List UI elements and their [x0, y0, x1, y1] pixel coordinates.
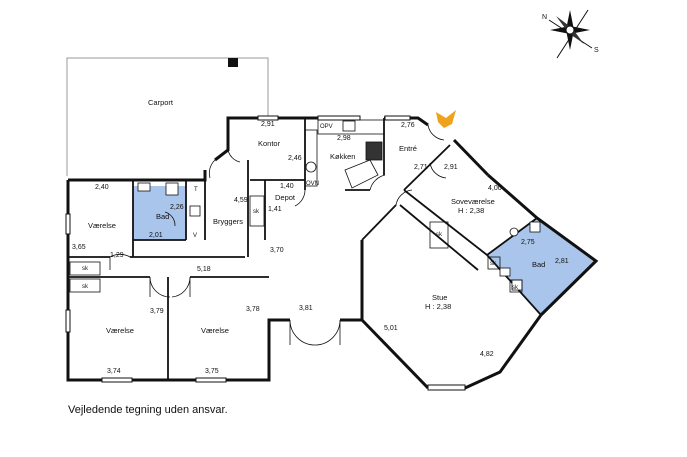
dim-1-29: 1,29: [110, 252, 124, 259]
dim-3-78: 3,78: [246, 306, 260, 313]
kitchen-fixtures: [304, 119, 385, 189]
dim-1-41: 1,41: [268, 206, 282, 213]
room-stue: Stue: [432, 293, 447, 302]
cabinets: [69, 195, 523, 293]
dim-4-82: 4,82: [480, 351, 494, 358]
dim-2-46: 2,46: [288, 155, 302, 162]
dim-4-59: 4,59: [234, 197, 248, 204]
room-entre: Entré: [399, 144, 417, 153]
dim-2-81: 2,81: [555, 258, 569, 265]
room-stue-height: H : 2,38: [425, 302, 451, 311]
label-v: V: [193, 233, 197, 239]
label-opv: OPV: [320, 124, 333, 130]
room-bad-1: Bad: [156, 212, 169, 221]
room-carport: Carport: [148, 98, 174, 107]
dim-1-40: 1,40: [280, 183, 294, 190]
dim-3-75: 3,75: [205, 368, 219, 375]
room-vaerelse-1: Værelse: [88, 221, 116, 230]
room-vaerelse-3: Værelse: [201, 326, 229, 335]
carport: [66, 57, 269, 176]
room-sovevaerelse: Soveværelse: [451, 197, 495, 206]
dim-2-98: 2,98: [337, 135, 351, 142]
label-sk-5: sk: [490, 261, 497, 267]
dim-2-91-sove: 2,91: [444, 164, 458, 171]
dim-2-75: 2,75: [521, 239, 535, 246]
room-kokken: Køkken: [330, 152, 355, 161]
dim-3-70: 3,70: [270, 247, 284, 254]
room-bad-2: Bad: [532, 260, 545, 269]
label-sk-1: sk: [82, 266, 89, 272]
interior-walls: [68, 118, 542, 380]
label-sk-3: sk: [253, 209, 260, 215]
disclaimer-text: Vejledende tegning uden ansvar.: [68, 404, 228, 416]
room-kontor: Kontor: [258, 139, 281, 148]
room-depot: Depot: [275, 193, 296, 202]
dim-2-26: 2,26: [170, 204, 184, 211]
dim-3-74: 3,74: [107, 368, 121, 375]
entry-arrow-icon: [436, 110, 456, 128]
dim-5-18: 5,18: [197, 266, 211, 273]
dim-2-71: 2,71: [414, 164, 428, 171]
dim-2-01: 2,01: [149, 232, 163, 239]
windows: [65, 115, 466, 391]
dim-2-91-kontor: 2,91: [261, 121, 275, 128]
dim-3-81: 3,81: [299, 305, 313, 312]
room-sovevaerelse-height: H : 2,38: [458, 206, 484, 215]
dim-5-01: 5,01: [384, 325, 398, 332]
label-ovn: OVN: [306, 181, 319, 187]
compass-south-label: S: [594, 47, 599, 54]
label-sk-6: sk: [512, 285, 519, 291]
compass-north-label: N: [542, 14, 547, 21]
label-sk-2: sk: [82, 284, 89, 290]
dim-2-40: 2,40: [95, 184, 109, 191]
room-bryggers: Bryggers: [213, 217, 243, 226]
room-vaerelse-2: Værelse: [106, 326, 134, 335]
label-sk-4: sk: [436, 232, 443, 238]
dim-2-76: 2,76: [401, 122, 415, 129]
doors: [109, 124, 447, 346]
dim-3-65: 3,65: [72, 244, 86, 251]
compass-rose-icon: N S: [542, 9, 599, 59]
dim-4-00: 4,00: [488, 185, 502, 192]
dim-3-79: 3,79: [150, 308, 164, 315]
label-t: T: [194, 187, 198, 193]
